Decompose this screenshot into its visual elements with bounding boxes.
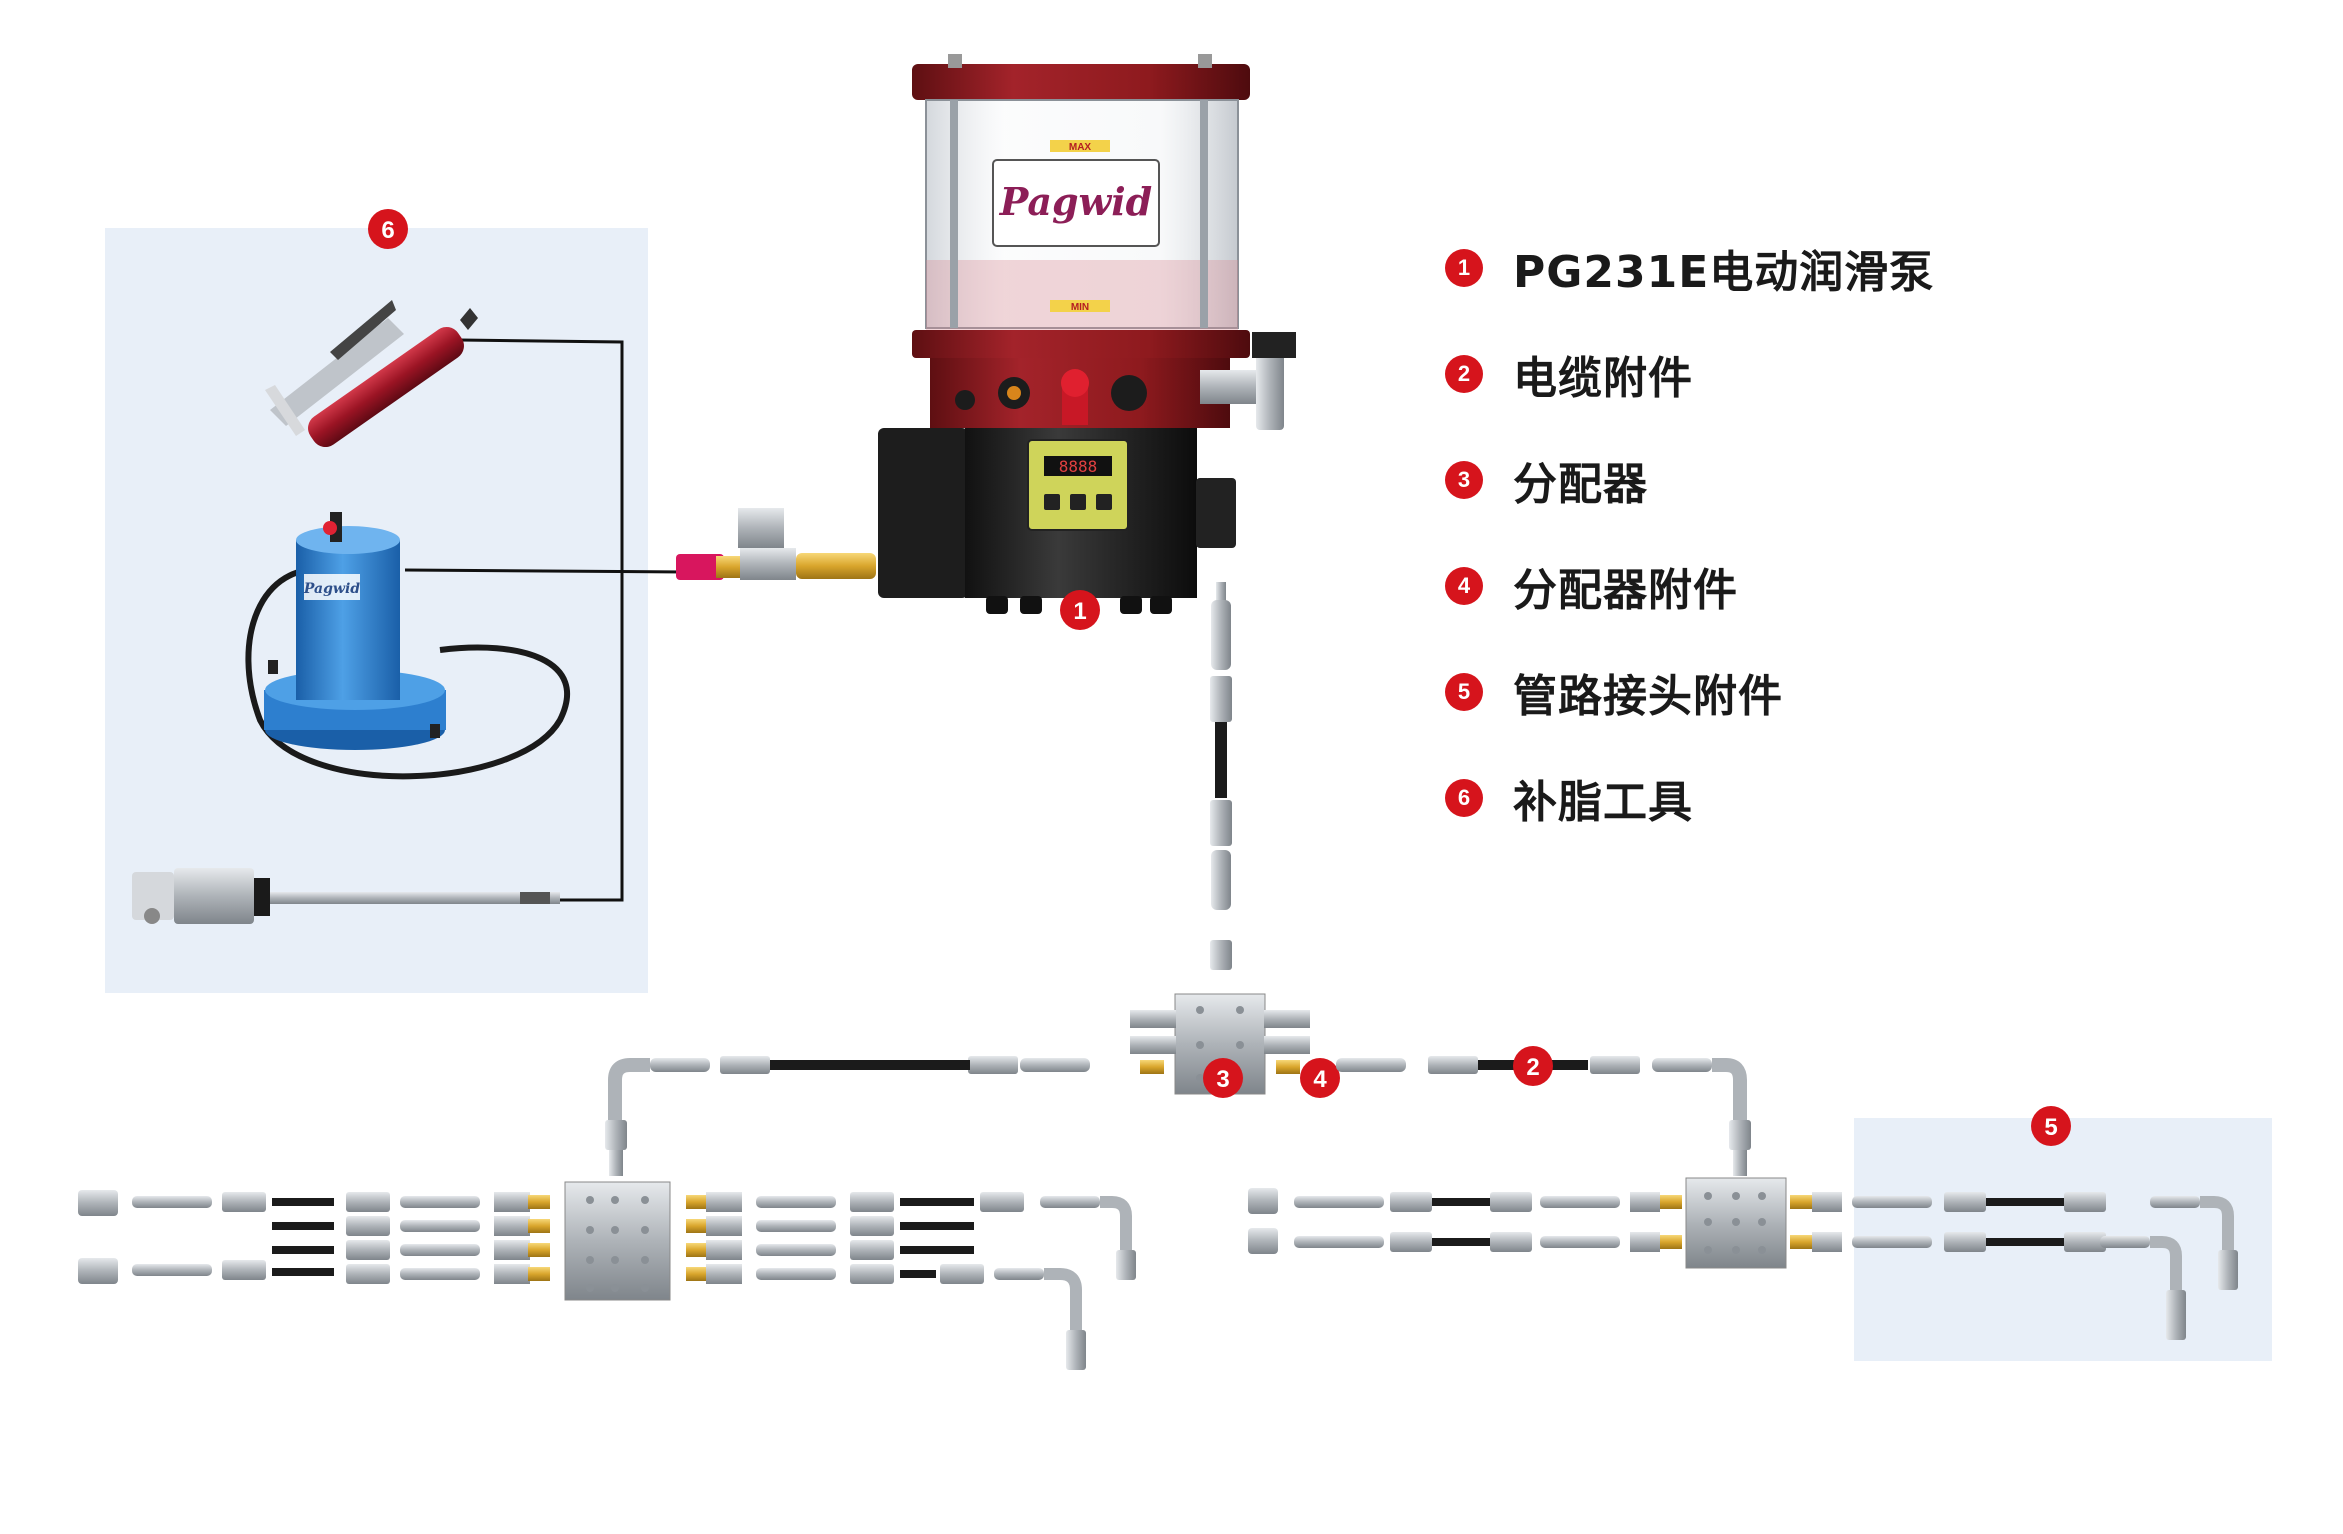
svg-text:3: 3: [1216, 1066, 1229, 1093]
main-supply-line: [1210, 582, 1232, 970]
control-panel: [1027, 439, 1129, 531]
legend-marker: 2: [1445, 355, 1483, 393]
legend: 1 PG231E电动润滑泵 2 电缆附件 3 分配器 4 分配器附件 5 管路接…: [1445, 238, 1934, 874]
refill-connection-lines: [404, 338, 686, 902]
reservoir-max-label: MAX: [1069, 142, 1092, 153]
legend-marker: 6: [1445, 779, 1483, 817]
left-sub-outlets: [78, 1190, 1136, 1370]
legend-marker: 5: [1445, 673, 1483, 711]
legend-label: 补脂工具: [1513, 777, 1693, 828]
svg-text:6: 6: [381, 217, 394, 244]
refill-pump-brand: Pagwid: [303, 581, 360, 597]
legend-label: 电缆附件: [1513, 353, 1693, 404]
electric-refill-pump: Pagwid: [245, 512, 570, 780]
pneumatic-refill-pump: [132, 868, 560, 924]
brand-logo-text: Pagwid: [999, 179, 1152, 224]
svg-text:2: 2: [1526, 1054, 1539, 1081]
svg-text:4: 4: [1313, 1066, 1327, 1093]
left-sub-distributor: [564, 1181, 671, 1301]
legend-label: 分配器: [1513, 459, 1648, 510]
legend-item-distributor: 3 分配器: [1445, 450, 1934, 510]
legend-item-distributor-accessory: 4 分配器附件: [1445, 556, 1934, 616]
right-sub-distributor: [1685, 1177, 1787, 1269]
svg-text:5: 5: [2044, 1114, 2057, 1141]
distributor-marker: 3: [1203, 1058, 1243, 1098]
legend-label: 管路接头附件: [1513, 671, 1783, 722]
legend-item-cable: 2 电缆附件: [1445, 344, 1934, 404]
right-sub-outlets: [1248, 1188, 2238, 1340]
pump-marker: 1: [1060, 590, 1100, 630]
distributor-accessory-marker: 4: [1300, 1058, 1340, 1098]
legend-marker: 1: [1445, 249, 1483, 287]
refill-coupling: [676, 508, 876, 580]
grease-gun: [265, 300, 478, 448]
brand-label: [992, 159, 1160, 247]
legend-label: PG231E电动润滑泵: [1513, 247, 1935, 298]
cable-marker: 2: [1513, 1046, 1553, 1086]
legend-marker: 3: [1445, 461, 1483, 499]
pg231e-pump: MAX MIN Pagwid 8888: [878, 54, 1296, 614]
legend-item-fittings: 5 管路接头附件: [1445, 662, 1934, 722]
refill-tools-marker: 6: [368, 209, 408, 249]
fittings-marker: 5: [2031, 1106, 2071, 1146]
legend-label: 分配器附件: [1513, 565, 1738, 616]
svg-text:1: 1: [1073, 598, 1086, 625]
legend-marker: 4: [1445, 567, 1483, 605]
legend-item-pump: 1 PG231E电动润滑泵: [1445, 238, 1934, 298]
reservoir-min-label: MIN: [1071, 302, 1089, 313]
left-branch-line: [605, 1056, 1090, 1176]
display-readout: 8888: [1059, 457, 1098, 476]
legend-item-refill-tools: 6 补脂工具: [1445, 768, 1934, 828]
